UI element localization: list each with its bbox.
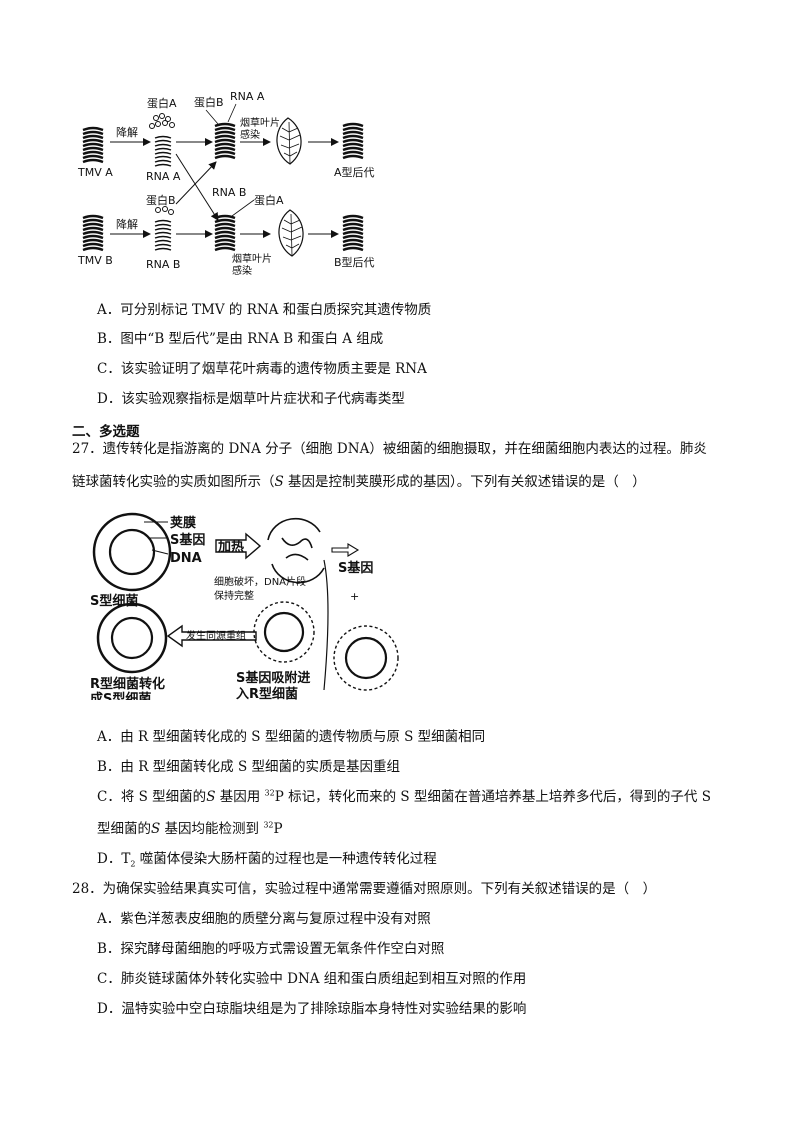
svg-text:RNA B: RNA B <box>146 258 180 271</box>
protein-a-particles <box>149 113 175 129</box>
svg-text:蛋白B: 蛋白B <box>146 193 176 207</box>
transformed-bacterium <box>96 602 168 674</box>
a-offspring-virus <box>340 122 366 160</box>
tobacco-leaf-1 <box>276 117 302 165</box>
svg-text:S基因: S基因 <box>338 560 373 576</box>
svg-text:S基因吸附进: S基因吸附进 <box>236 670 310 686</box>
q27-option-b: B．由 R 型细菌转化成 S 型细菌的实质是基因重组 <box>97 759 400 775</box>
svg-text:加热: 加热 <box>217 539 244 555</box>
recombination-arrow: 发生同源重组 <box>166 624 257 648</box>
s-bacterium <box>92 512 172 592</box>
svg-text:降解: 降解 <box>116 125 138 139</box>
svg-text:+: + <box>350 590 359 603</box>
q26-option-c: C．该实验证明了烟草花叶病毒的遗传物质主要是 RNA <box>97 361 427 377</box>
svg-text:入R型细菌: 入R型细菌 <box>236 686 298 700</box>
svg-text:荚膜: 荚膜 <box>170 515 196 531</box>
svg-text:TMV B: TMV B <box>77 254 113 267</box>
hybrid-virus-2 <box>212 214 238 252</box>
section-title: 二、多选题 <box>72 424 140 440</box>
svg-text:A型后代: A型后代 <box>334 165 375 179</box>
transformation-figure: 荚膜 S基因 DNA S型细菌 加热 细胞破坏，DNA片段 保持完整 S基因 +… <box>90 512 399 700</box>
svg-text:感染: 感染 <box>240 128 260 141</box>
svg-text:保持完整: 保持完整 <box>214 589 254 602</box>
svg-text:RNA A: RNA A <box>146 170 181 183</box>
r-bacterium <box>333 625 399 691</box>
svg-text:发生同源重组: 发生同源重组 <box>186 629 246 642</box>
tmv-a-virus <box>80 126 106 164</box>
svg-text:DNA: DNA <box>170 551 202 566</box>
rna-b-coil <box>154 219 172 251</box>
q27-option-c-line2: 型细菌的S 基因均能检测到 32P <box>97 820 283 837</box>
svg-text:蛋白A: 蛋白A <box>147 96 177 110</box>
protein-b-particles <box>155 206 174 215</box>
q27-stem-line2: 链球菌转化实验的实质如图所示（S 基因是控制荚膜形成的基因）。下列有关叙述错误的… <box>72 474 646 490</box>
tmv-b-virus <box>80 214 106 252</box>
svg-text:降解: 降解 <box>116 217 138 231</box>
hybrid-virus-1 <box>212 122 238 160</box>
q28-option-c: C．肺炎链球菌体外转化实验中 DNA 组和蛋白质组起到相互对照的作用 <box>97 971 527 987</box>
tmv-figure: TMV A 降解 蛋白A RNA A 蛋白B RNA A 烟草叶片 感染 A型后… <box>77 92 375 277</box>
svg-text:RNA A: RNA A <box>230 92 265 103</box>
s-gene-fragment <box>331 543 360 557</box>
svg-text:细胞破坏，DNA片段: 细胞破坏，DNA片段 <box>214 575 306 588</box>
q27-option-a: A．由 R 型细菌转化成的 S 型细菌的遗传物质与原 S 型细菌相同 <box>97 729 486 745</box>
svg-text:烟草叶片: 烟草叶片 <box>240 116 280 129</box>
svg-text:B型后代: B型后代 <box>334 255 375 269</box>
svg-text:成S型细菌: 成S型细菌 <box>90 691 151 700</box>
heat-arrow: 加热 <box>215 532 262 560</box>
q28-stem: 28．为确保实验结果真实可信，实验过程中通常需要遵循对照原则。下列有关叙述错误的… <box>72 881 657 897</box>
svg-text:烟草叶片: 烟草叶片 <box>232 252 272 265</box>
adsorbing-bacterium <box>253 601 315 663</box>
q28-option-a: A．紫色洋葱表皮细胞的质壁分离与复原过程中没有对照 <box>97 911 431 927</box>
svg-text:感染: 感染 <box>232 264 252 277</box>
q27-option-d: D．T2 噬菌体侵染大肠杆菌的过程也是一种遗传转化过程 <box>97 851 437 869</box>
tmv-a-label: TMV A <box>77 166 113 179</box>
q27-option-c-line1: C．将 S 型细菌的S 基因用 32P 标记，转化而来的 S 型细菌在普通培养基… <box>97 788 711 805</box>
q27-stem-line1: 27．遗传转化是指游离的 DNA 分子（细胞 DNA）被细菌的细胞摄取，并在细菌… <box>72 441 707 457</box>
q26-option-b: B．图中“B 型后代”是由 RNA B 和蛋白 A 组成 <box>97 331 384 347</box>
q26-option-a: A．可分别标记 TMV 的 RNA 和蛋白质探究其遗传物质 <box>97 302 432 318</box>
svg-text:蛋白B: 蛋白B <box>194 95 224 109</box>
q28-option-d: D．温特实验中空白琼脂块组是为了排除琼脂本身特性对实验结果的影响 <box>97 1001 527 1017</box>
svg-text:S型细菌: S型细菌 <box>90 593 138 609</box>
svg-text:S基因: S基因 <box>170 532 205 548</box>
svg-text:RNA B: RNA B <box>212 186 246 199</box>
q26-option-d: D．该实验观察指标是烟草叶片症状和子代病毒类型 <box>97 391 405 407</box>
tobacco-leaf-2 <box>278 209 304 257</box>
broken-cell <box>267 517 325 584</box>
svg-text:蛋白A: 蛋白A <box>254 193 284 207</box>
rna-a-coil <box>154 135 172 167</box>
b-offspring-virus <box>340 214 366 252</box>
svg-text:R型细菌转化: R型细菌转化 <box>90 676 165 692</box>
q28-option-b: B．探究酵母菌细胞的呼吸方式需设置无氧条件作空白对照 <box>97 941 445 957</box>
